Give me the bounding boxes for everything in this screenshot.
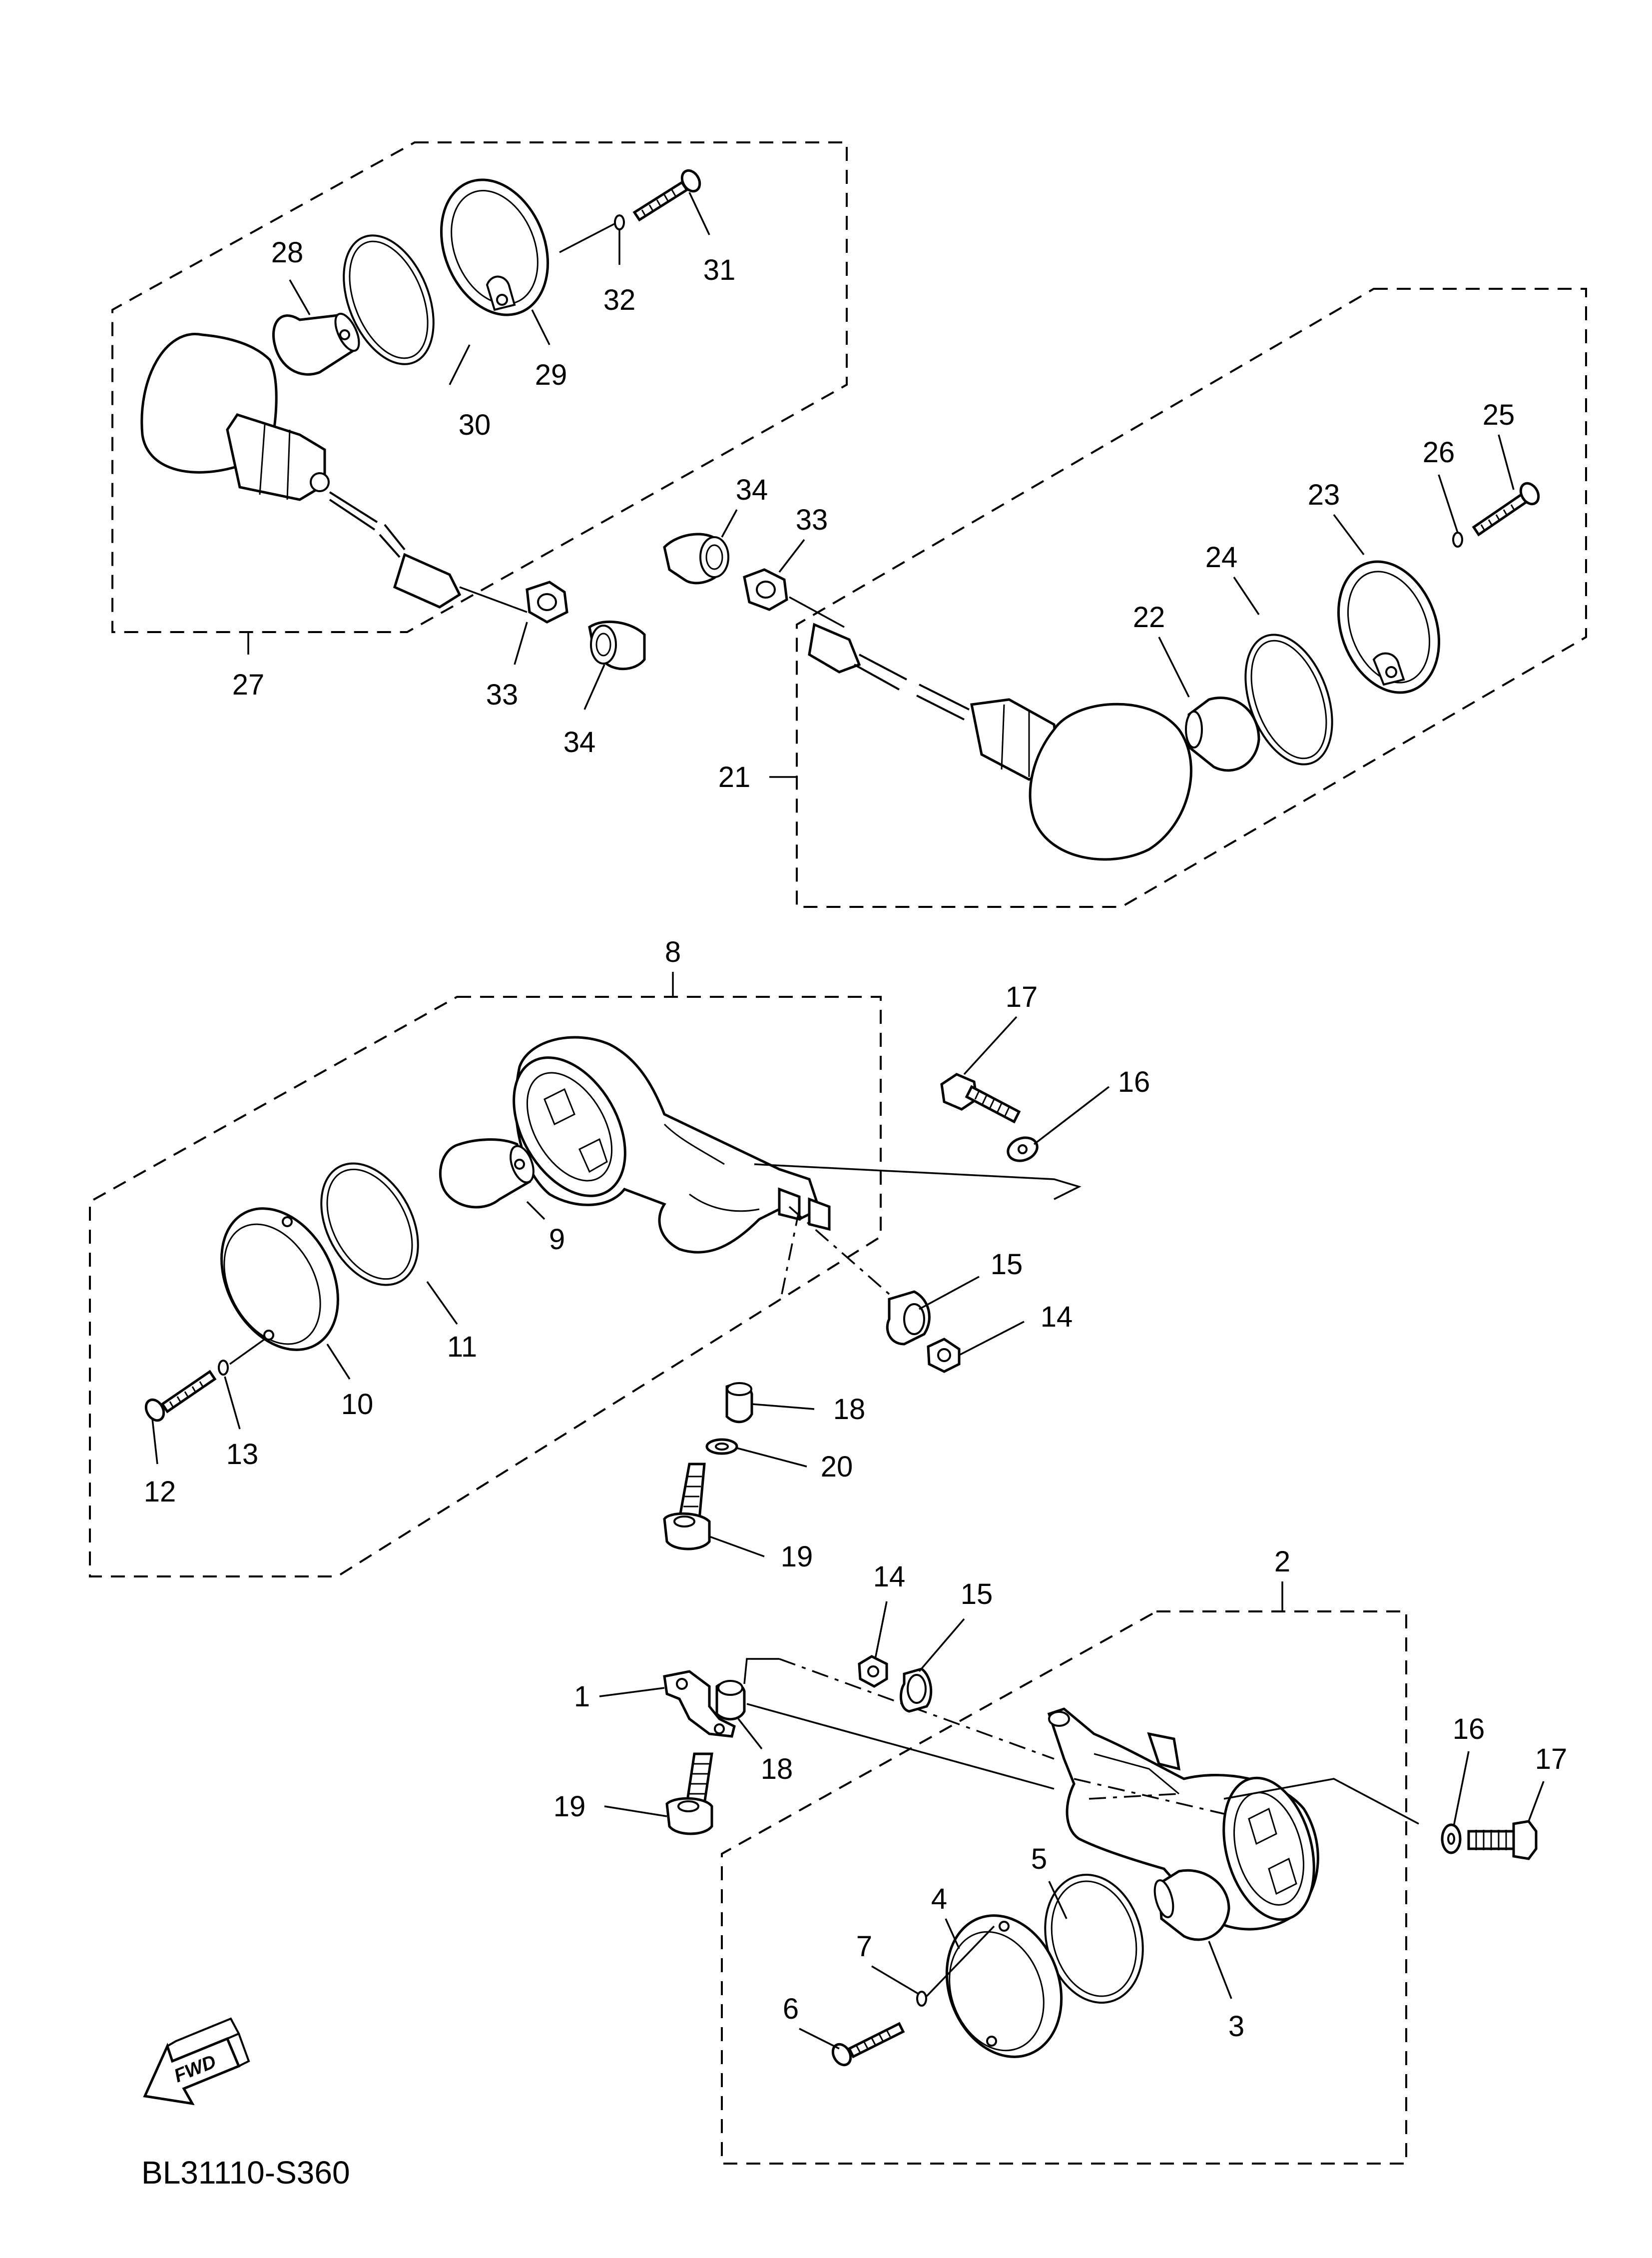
bulb-22 <box>1187 697 1260 772</box>
callout-8: 8 <box>665 936 681 968</box>
callout-16-lower: 16 <box>1453 1713 1485 1745</box>
callout-34-right: 34 <box>736 474 768 506</box>
nut-33-left <box>526 581 568 624</box>
collar-15-upper <box>886 1290 931 1346</box>
assembly-box-27 <box>111 141 848 633</box>
collar-18-lower <box>715 1680 746 1721</box>
signal-connector <box>393 553 462 609</box>
callout-20: 20 <box>821 1451 853 1483</box>
callout-28: 28 <box>271 236 304 269</box>
signal-body-shell-21 <box>1029 703 1192 861</box>
screw-12 <box>144 1370 217 1422</box>
assembly-box-8 <box>89 996 882 1577</box>
bolt-19-upper <box>663 1463 711 1550</box>
turn-signal-assembly-21 <box>789 482 1540 861</box>
callout-33-right: 33 <box>796 504 828 536</box>
forward-direction-indicator: FWD <box>143 2017 250 2106</box>
washer-13 <box>218 1360 229 1376</box>
callout-17-lower: 17 <box>1535 1743 1568 1775</box>
collar-18-upper <box>725 1382 753 1424</box>
callout-6: 6 <box>783 1993 799 2025</box>
callout-7: 7 <box>856 1930 872 1963</box>
washer-32 <box>614 214 625 230</box>
callout-4: 4 <box>931 1883 947 1915</box>
lens-4 <box>945 1914 1063 2058</box>
callout-25: 25 <box>1483 399 1515 431</box>
lens-10 <box>220 1207 339 1351</box>
signal-socket <box>226 413 326 501</box>
callout-1: 1 <box>574 1680 590 1713</box>
nut-14-lower <box>858 1655 888 1688</box>
turn-signal-assembly-27 <box>140 169 701 613</box>
signal-wire <box>329 491 378 531</box>
screw-31 <box>632 169 701 222</box>
screw-25 <box>1472 482 1540 537</box>
callout-18-upper: 18 <box>833 1393 866 1426</box>
callout-21: 21 <box>718 761 751 793</box>
leader-lines <box>151 192 1545 2050</box>
nut-33-right <box>743 568 788 611</box>
bolt-19-lower <box>665 1752 713 1835</box>
callout-12: 12 <box>144 1476 176 1508</box>
callout-32: 32 <box>603 284 636 316</box>
seal-ring-11 <box>320 1162 419 1286</box>
collar-15-lower <box>899 1667 933 1713</box>
callout-2: 2 <box>1274 1545 1290 1578</box>
callout-17-upper: 17 <box>1006 981 1038 1013</box>
catalog-code: BL31110-S360 <box>141 2155 350 2191</box>
bolt-17-lower <box>1467 1820 1538 1860</box>
grommet-34-left <box>588 620 646 671</box>
callout-29: 29 <box>535 359 567 391</box>
callout-34-left: 34 <box>563 726 596 758</box>
callout-labels: 28 30 29 32 31 27 33 34 34 33 21 22 24 2… <box>144 236 1568 2043</box>
bulb-3 <box>1157 1869 1230 1941</box>
callout-3: 3 <box>1228 2010 1244 2043</box>
callout-16-upper: 16 <box>1118 1066 1150 1098</box>
washer-26 <box>1452 532 1463 548</box>
bolt-17-upper <box>940 1073 1021 1124</box>
seal-ring-24 <box>1244 634 1333 765</box>
callout-13: 13 <box>226 1438 259 1471</box>
callout-24: 24 <box>1205 541 1238 574</box>
callout-14-lower: 14 <box>873 1560 906 1593</box>
callout-23: 23 <box>1308 479 1340 511</box>
turn-signal-assembly-8 <box>144 1036 1082 1550</box>
callout-19-lower: 19 <box>553 1790 586 1823</box>
nut-14-upper <box>927 1338 961 1373</box>
callout-27: 27 <box>232 669 265 701</box>
callout-26: 26 <box>1423 436 1455 469</box>
callout-14-upper: 14 <box>1041 1301 1073 1333</box>
callout-18-lower: 18 <box>761 1753 793 1785</box>
bulb-28 <box>272 313 357 376</box>
grommet-34-right <box>663 533 729 585</box>
bulb-9 <box>439 1138 532 1209</box>
callout-22: 22 <box>1133 601 1165 634</box>
callout-15-upper: 15 <box>991 1248 1023 1281</box>
callout-19-upper: 19 <box>781 1540 813 1573</box>
callout-5: 5 <box>1031 1843 1047 1875</box>
stay-1 <box>663 1670 736 1738</box>
assembly-box-21 <box>796 288 1587 908</box>
callout-33-left: 33 <box>486 679 519 711</box>
callout-30: 30 <box>459 409 491 441</box>
screw-6 <box>831 2022 905 2067</box>
callout-10: 10 <box>341 1388 374 1421</box>
washer-7 <box>916 1991 927 2007</box>
callout-31: 31 <box>703 254 736 286</box>
callout-11: 11 <box>447 1331 477 1363</box>
seal-ring-30 <box>343 234 435 365</box>
callout-15-lower: 15 <box>961 1578 993 1610</box>
fwd-arrow-icon <box>143 2037 241 2106</box>
callout-9: 9 <box>549 1223 565 1256</box>
assembly-box-2 <box>721 1610 1407 2165</box>
connector-21 <box>808 623 861 674</box>
turn-signal-assembly-2 <box>663 1655 1538 2067</box>
